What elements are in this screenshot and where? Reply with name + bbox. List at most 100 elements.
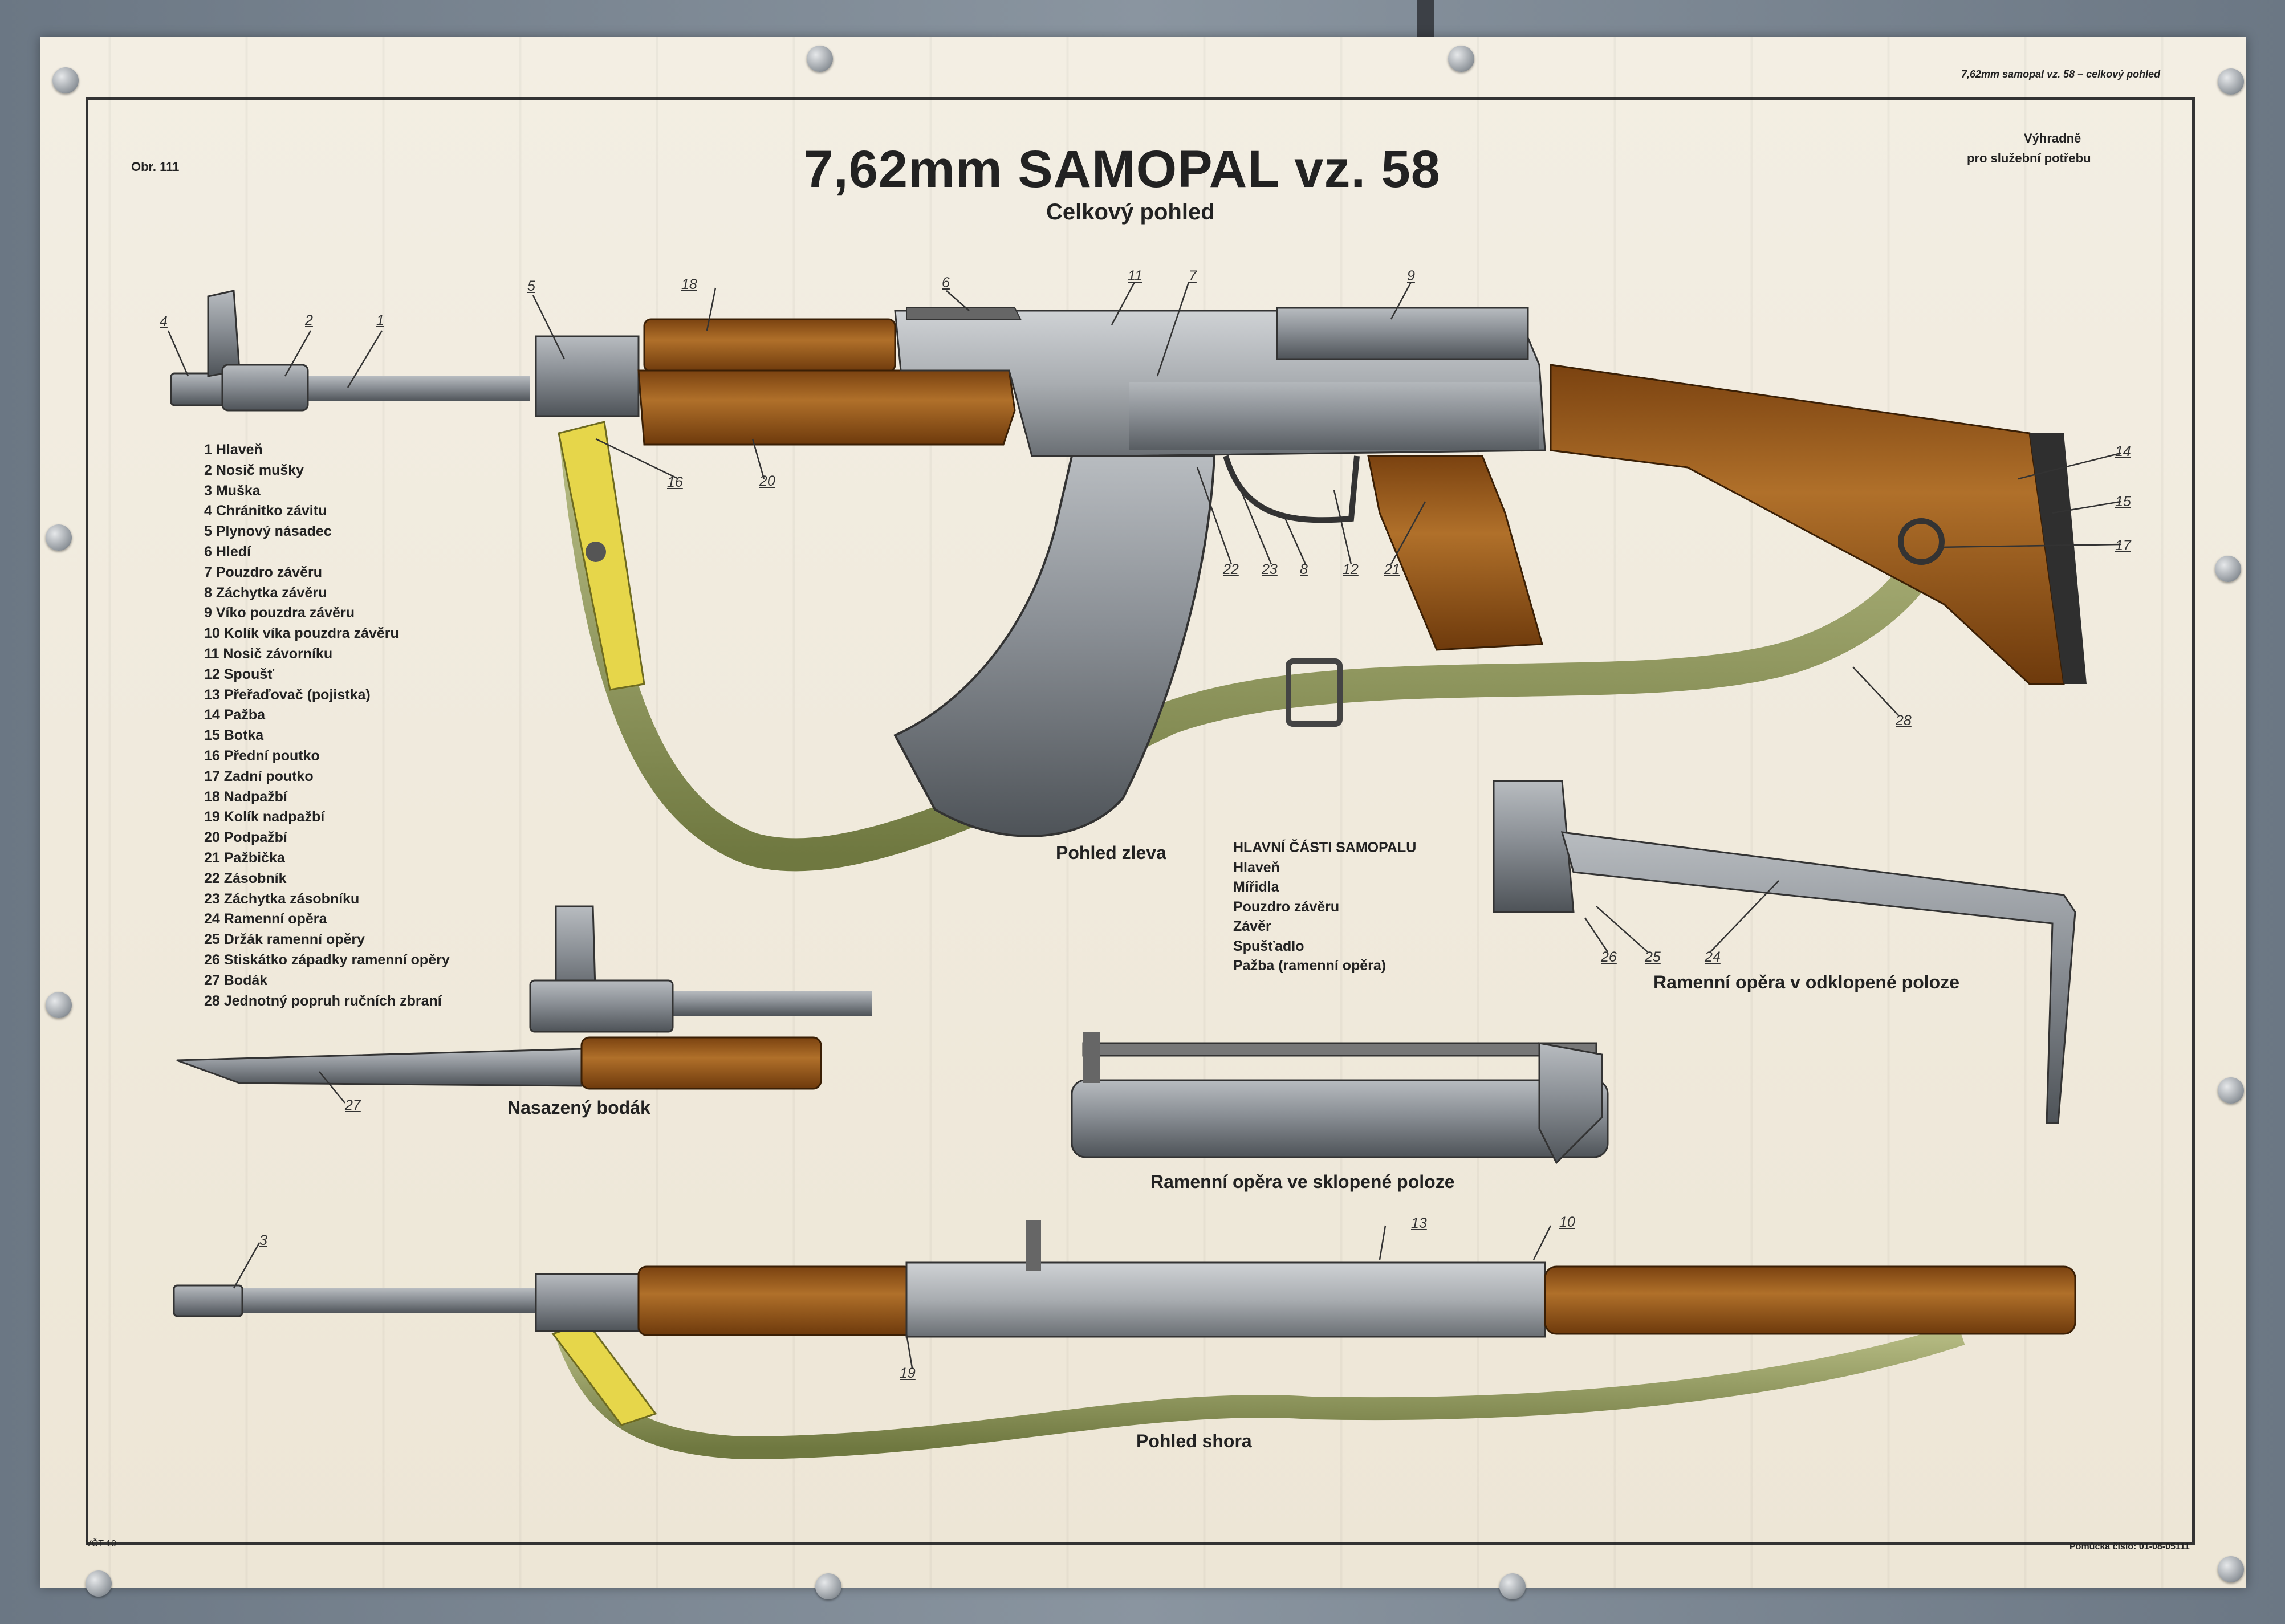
top-stock-shape	[1544, 1265, 2076, 1335]
pin	[52, 67, 79, 93]
callout-number: 22	[1223, 561, 1239, 577]
poster-border	[86, 97, 2195, 1545]
pin	[2218, 1556, 2244, 1582]
upper-handguard-shape	[643, 318, 896, 373]
callout-number: 3	[259, 1232, 267, 1248]
callout-number: 27	[345, 1097, 361, 1113]
footer-right: Pomůcka číslo: 01-08-05111	[2069, 1542, 2190, 1552]
legend-item: 22 Zásobník	[204, 870, 287, 886]
legend-item: 5 Plynový násadec	[204, 523, 332, 540]
receiver-lower-shape	[1129, 382, 1539, 450]
callout-number: 25	[1645, 949, 1661, 965]
caption-bayonet: Nasazený bodák	[507, 1097, 650, 1118]
trigger-guard-shape	[1223, 455, 1360, 523]
top-muzzle-shape	[173, 1284, 243, 1317]
legend-item: 14 Pažba	[204, 707, 266, 723]
legend-item: 21 Pažbička	[204, 849, 285, 866]
callout-number: 15	[2115, 494, 2131, 510]
pin	[2218, 68, 2244, 95]
legend-item: 27 Bodák	[204, 972, 268, 988]
callout-number: 6	[942, 275, 950, 291]
front-sight-base-shape	[221, 364, 309, 412]
sling-rivet	[586, 542, 606, 562]
legend-item: 24 Ramenní opěra	[204, 911, 327, 927]
rifle-top-view	[173, 1220, 2076, 1460]
folded-stock-end-shape	[1083, 1032, 1100, 1083]
folded-hinge-shape	[1538, 1042, 1603, 1165]
pin	[807, 46, 833, 72]
main-parts-item: Pažba (ramenní opěra)	[1233, 958, 1387, 974]
callout-number: 24	[1705, 949, 1721, 965]
legend-item: 7 Pouzdro závěru	[204, 564, 322, 580]
top-cover-shape	[1276, 307, 1529, 360]
callout-number: 17	[2115, 538, 2131, 553]
callout-number: 28	[1896, 713, 1912, 728]
legend-item: 23 Záchytka zásobníku	[204, 890, 360, 907]
bayonet-handle-shape	[580, 1036, 822, 1090]
callout-number: 12	[1343, 561, 1359, 577]
callout-number: 14	[2115, 443, 2131, 459]
footer-left: VČT 10	[86, 1539, 116, 1549]
bayonet-blade-shape	[176, 1048, 583, 1087]
bayonet-view	[176, 905, 872, 1090]
legend-item: 15 Botka	[204, 727, 264, 744]
callout-number: 20	[759, 473, 775, 489]
callout-number: 18	[681, 276, 697, 292]
callout-number: 4	[160, 314, 168, 329]
callout-number: 7	[1189, 268, 1197, 284]
legend-item: 8 Záchytka závěru	[204, 584, 327, 601]
rear-sight-shape	[906, 307, 1022, 320]
sling-buckle	[1286, 658, 1343, 727]
main-parts-item: Pouzdro závěru	[1233, 898, 1340, 915]
pin	[46, 524, 72, 551]
top-charging-handle-shape	[1026, 1220, 1041, 1271]
callout-number: 5	[527, 278, 535, 294]
folded-stock-bar-shape	[1082, 1042, 1597, 1057]
figure-number: Obr. 111	[131, 160, 180, 174]
page-subtitle: Celkový pohled	[1046, 200, 1215, 225]
main-parts-item: Hlaveň	[1233, 859, 1280, 876]
callout-number: 8	[1300, 561, 1308, 577]
stock-folded-view	[1071, 1032, 1609, 1165]
legend-item: 11 Nosič závorníku	[204, 645, 333, 662]
legend-item: 1 Hlaveň	[204, 442, 263, 458]
main-parts-list: HLAVNÍ ČÁSTI SAMOPALU Hlaveň Mířidla Pou…	[1233, 838, 1416, 976]
top-receiver-shape	[905, 1261, 1546, 1338]
pin	[1499, 1573, 1526, 1599]
legend-item: 18 Nadpažbí	[204, 788, 287, 805]
callout-number: 11	[1128, 268, 1142, 284]
restriction-line1: Výhradně	[2024, 131, 2081, 145]
caption-stock-folded: Ramenní opěra ve sklopené poloze	[1150, 1171, 1455, 1192]
legend-item: 28 Jednotný popruh ručních zbraní	[204, 992, 442, 1009]
lower-handguard-shape	[637, 369, 1016, 446]
pin	[815, 1573, 841, 1599]
gas-block-shape	[535, 335, 640, 417]
callout-number: 1	[376, 312, 384, 328]
callout-number: 10	[1559, 1214, 1575, 1230]
legend-item: 3 Muška	[204, 482, 261, 499]
main-parts-item: Mířidla	[1233, 879, 1279, 895]
bayonet-gas-block-shape	[529, 979, 674, 1033]
rifle-left-view	[170, 290, 2087, 872]
folded-receiver-shape	[1071, 1079, 1609, 1158]
parts-legend: 1 Hlaveň 2 Nosič mušky 3 Muška 4 Chránit…	[204, 440, 450, 1011]
legend-item: 26 Stiskátko západky ramenní opěry	[204, 951, 450, 968]
pin	[86, 1570, 112, 1597]
legend-item: 2 Nosič mušky	[204, 462, 304, 478]
legend-item: 17 Zadní poutko	[204, 768, 314, 784]
pin	[46, 992, 72, 1018]
butt-plate-shape	[2030, 433, 2087, 684]
callout-number: 2	[305, 312, 313, 328]
caption-left-view: Pohled zleva	[1056, 842, 1166, 863]
rear-sling-swivel	[1898, 518, 1945, 565]
caption-top-view: Pohled shora	[1136, 1431, 1252, 1451]
callout-number: 21	[1384, 561, 1400, 577]
callout-number: 13	[1411, 1215, 1427, 1231]
callout-number: 26	[1601, 949, 1617, 965]
main-parts-item: Spušťadlo	[1233, 938, 1304, 954]
stock-unfolded-view	[1493, 780, 2076, 1124]
top-gas-block-shape	[535, 1273, 640, 1332]
magazine-shape	[893, 455, 1216, 837]
legend-item: 10 Kolík víka pouzdra závěru	[204, 625, 399, 642]
